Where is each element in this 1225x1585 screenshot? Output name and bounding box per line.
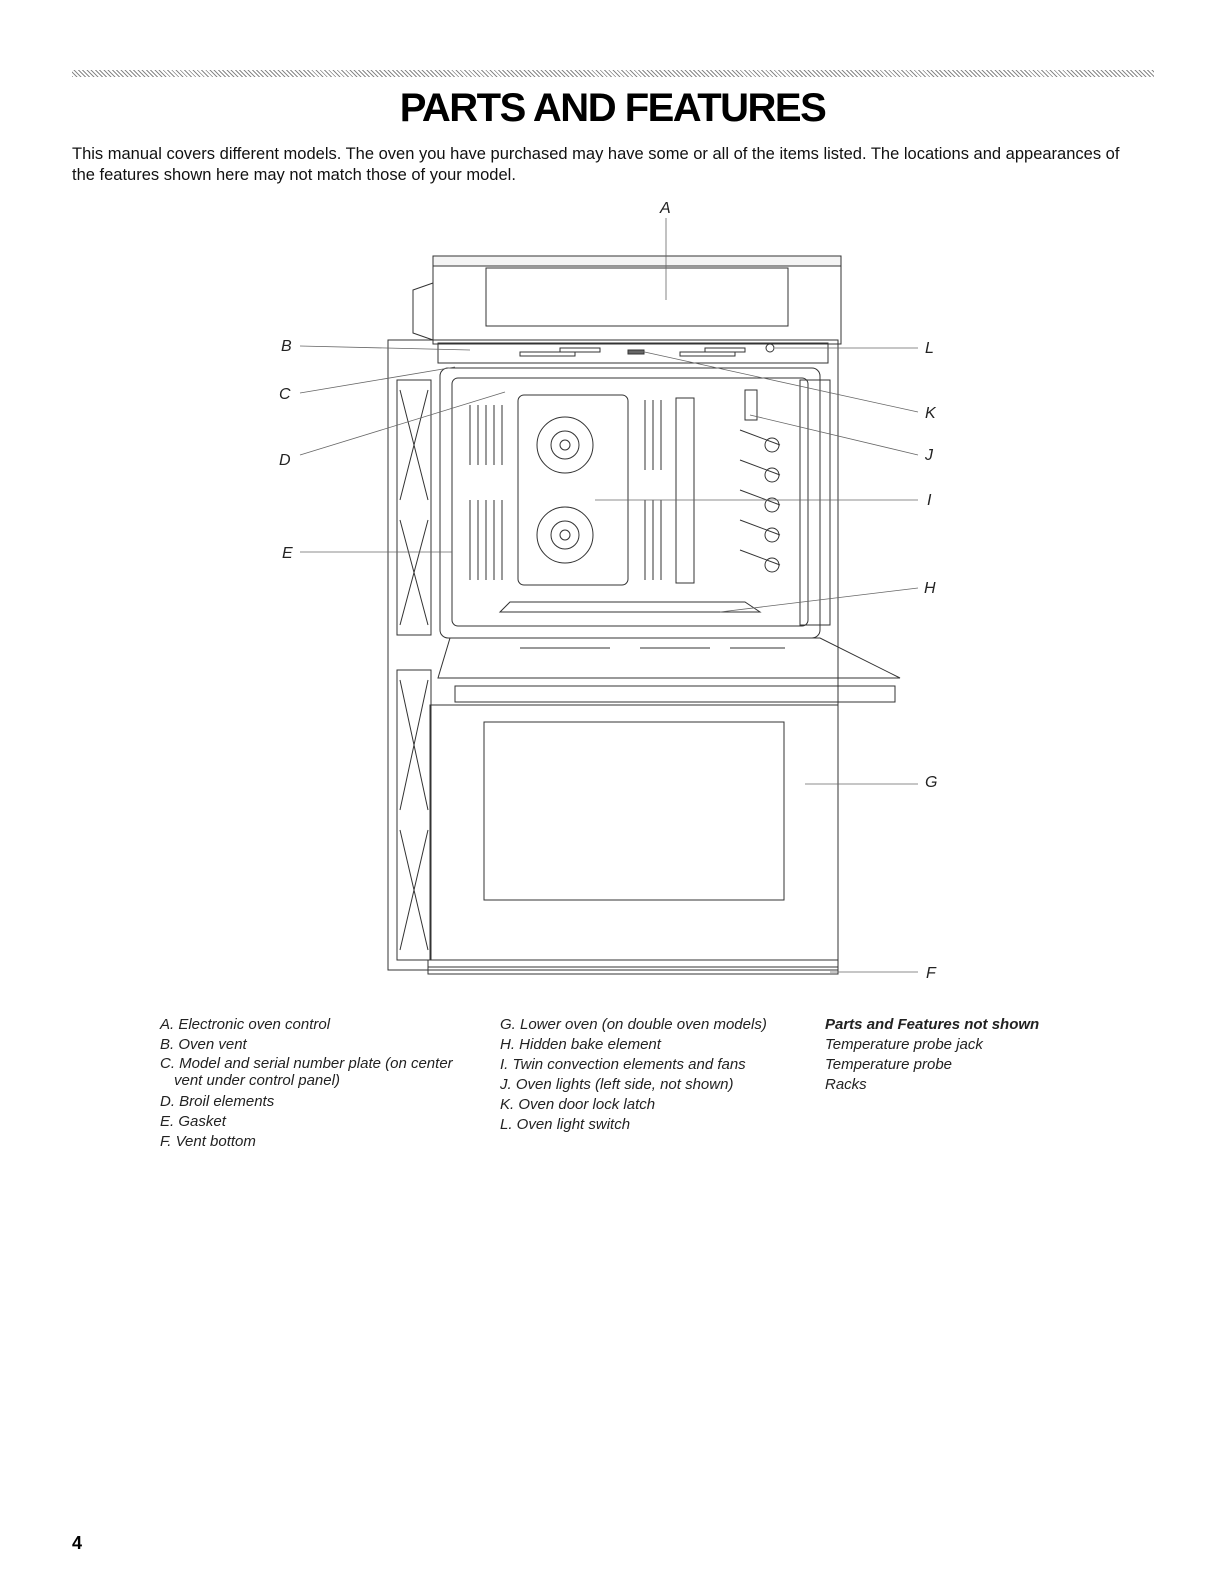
legend-item: A. Electronic oven control [160, 1016, 331, 1033]
upper-oven-cavity [439, 367, 821, 639]
legend-item: L. Oven light switch [500, 1116, 631, 1133]
legend-column-2: G. Lower oven (on double oven models) H.… [500, 1015, 810, 1135]
lower-oven-door [429, 704, 839, 961]
page-number: 4 [72, 1533, 83, 1553]
control-display [485, 267, 789, 327]
control-panel [432, 255, 842, 345]
gasket [451, 377, 809, 627]
callout-d: D [279, 452, 291, 469]
callout-i: I [927, 492, 932, 509]
legend-not-shown: Parts and Features not shown Temperature… [825, 1015, 1155, 1095]
legend-item: Racks [825, 1076, 867, 1093]
legend-item: H. Hidden bake element [500, 1036, 661, 1053]
light-housing [675, 397, 695, 584]
legend-column-1: A. Electronic oven control B. Oven vent … [160, 1015, 480, 1152]
legend-item: K. Oven door lock latch [500, 1096, 656, 1113]
lower-oven-window [483, 721, 785, 901]
callout-l: L [925, 340, 934, 357]
callout-f: F [926, 965, 936, 982]
oven-cabinet [387, 339, 839, 971]
intro-paragraph: This manual covers different models. The… [72, 145, 1120, 184]
vent-strip [437, 342, 829, 364]
callout-j: J [925, 447, 933, 464]
not-shown-heading: Parts and Features not shown [825, 1016, 1040, 1033]
page-title: PARTS AND FEATURES [399, 86, 827, 130]
callout-h: H [924, 580, 936, 597]
upper-door-handle [454, 685, 896, 703]
callout-g: G [925, 774, 938, 791]
leader-lines [299, 218, 919, 973]
legend-item: F. Vent bottom [160, 1133, 256, 1150]
callout-a: A [660, 200, 671, 217]
legend-item: Temperature probe jack [825, 1036, 983, 1053]
legend-item: Temperature probe [825, 1056, 953, 1073]
legend-item: G. Lower oven (on double oven models) [500, 1016, 767, 1033]
oven-light [744, 389, 758, 421]
callout-k: K [925, 405, 936, 422]
oven-diagram [299, 218, 919, 975]
legend-item: I. Twin convection elements and fans [500, 1056, 746, 1073]
callout-e: E [282, 545, 293, 562]
convection-fan-housing [517, 394, 629, 586]
hidden-bake-element [498, 601, 762, 613]
callout-c: C [279, 386, 291, 403]
callout-b: B [281, 338, 292, 355]
legend-item: E. Gasket [160, 1113, 226, 1130]
upper-door-open [437, 637, 901, 679]
legend-item: C. Model and serial number plate (on cen… [160, 1055, 453, 1089]
top-decorative-rule [72, 70, 1154, 77]
legend-item: D. Broil elements [160, 1093, 275, 1110]
legend-item: B. Oven vent [160, 1036, 247, 1053]
legend-item: J. Oven lights (left side, not shown) [500, 1076, 734, 1093]
